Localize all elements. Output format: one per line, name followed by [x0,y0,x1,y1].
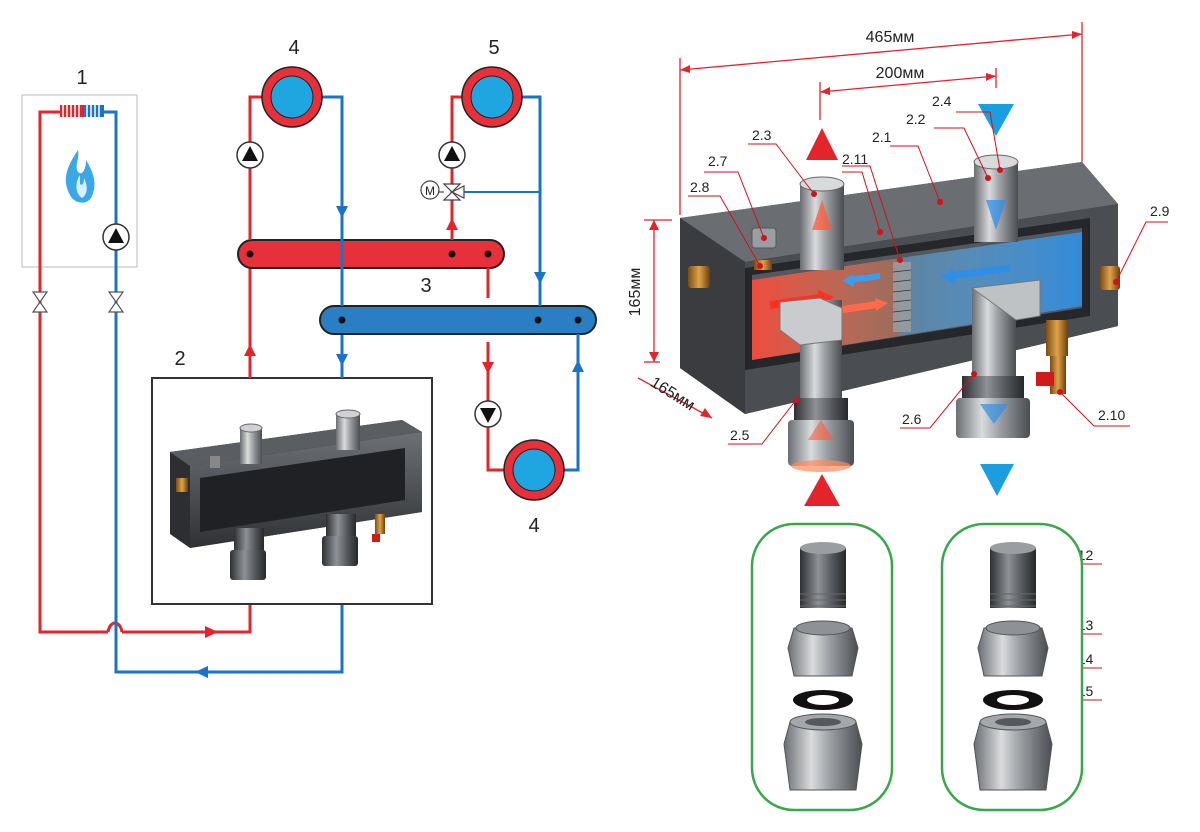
callout-2-1: 2.1 [872,129,892,145]
label-radiator-left: 4 [288,37,299,59]
radiator-icon [461,66,523,128]
boiler-pump-icon [102,223,130,251]
flow-arrow-hot [205,626,218,638]
callout-leaders [688,111,1168,733]
flow-arrow-cold [534,272,546,284]
three-way-valve-icon [420,180,465,201]
hydro-unit-box [151,377,433,605]
callout-2-6: 2.6 [902,411,922,427]
return-pipe-bottom [956,279,1041,438]
return-down-arrow-icon [978,104,1014,136]
label-radiator-mixing: 5 [488,37,499,59]
supply-up-arrow-icon [806,128,838,160]
circuit-bottom [486,268,580,472]
dim-height: 165мм [627,268,644,317]
radiator-icon [503,439,565,501]
callout-2-3: 2.3 [752,127,772,143]
radiator-icon [261,66,323,128]
top-pipes [799,154,1019,270]
pump-icon [438,141,466,169]
pump-icon [236,141,264,169]
callout-2-5: 2.5 [730,427,750,443]
dimension-arrowheads [649,31,1082,418]
hydro-unit-thumbnail [170,409,422,580]
valve-icon [31,291,125,313]
circuit-mixing [450,95,542,306]
pump-icon [474,400,502,428]
label-manifold: 3 [420,275,431,297]
fitting-kit-left [750,522,894,812]
label-radiator-bottom: 4 [528,515,539,537]
manifold [237,239,597,335]
flow-arrow-cold [336,354,348,366]
boiler-loop-pipes [38,110,344,674]
fitting-kit-right [940,522,1084,812]
motor-label: M [425,184,435,198]
flow-arrow-hot [482,362,494,374]
label-boiler: 1 [76,67,87,89]
flow-arrow-cold [336,206,348,218]
circuit-left [248,95,344,306]
label-hydro-unit: 2 [174,348,185,370]
callout-2-11: 2.11 [842,151,868,167]
dim-depth: 165мм [647,374,697,414]
callout-2-7: 2.7 [708,153,728,169]
supply-up-arrow-icon [804,474,840,506]
flame-icon [65,150,95,203]
callout-2-8: 2.8 [690,179,710,195]
callout-2-2: 2.2 [906,111,926,127]
supply-pipe-bottom [779,297,854,472]
dim-total-width: 465мм [866,29,915,46]
motor-actuator-icon [420,180,440,200]
dim-pipe-spacing: 200мм [876,65,925,82]
callout-2-4: 2.4 [932,93,952,109]
dimension-lines [637,22,1083,419]
heat-exchanger-icon [60,105,104,117]
callout-2-9: 2.9 [1150,203,1170,219]
return-down-arrow-icon [980,464,1014,496]
flow-arrow-cold [195,666,208,678]
callout-2-10: 2.10 [1098,407,1125,423]
flow-arrow-hot [244,344,256,356]
flow-arrow-hot [446,218,458,230]
flow-arrow-cold [572,360,584,372]
